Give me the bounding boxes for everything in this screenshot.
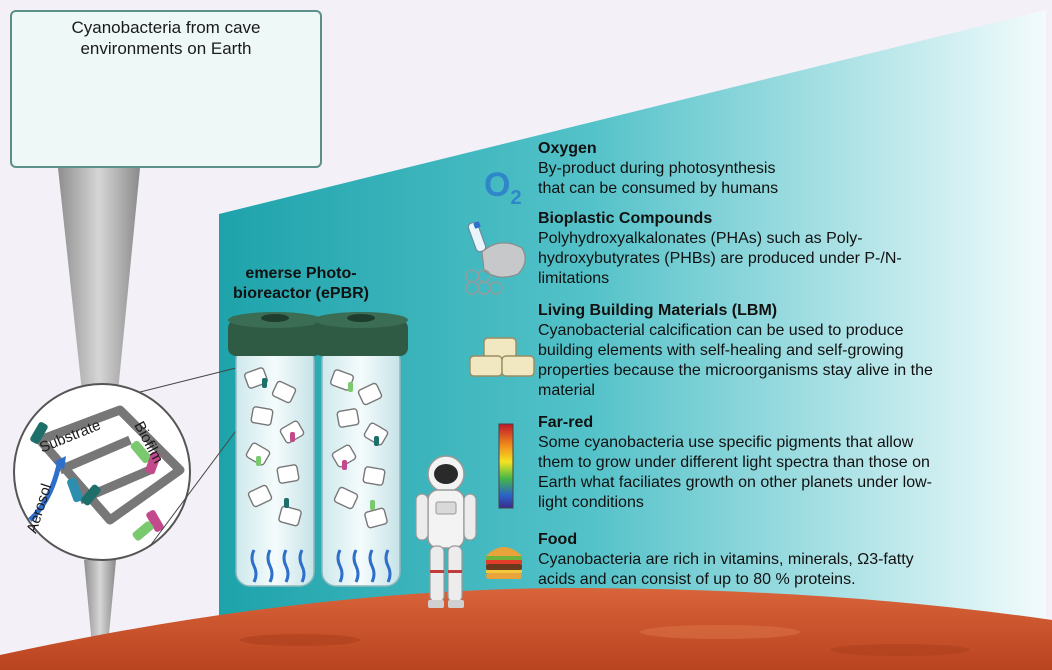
feature-title: Bioplastic Compounds: [538, 210, 713, 227]
oxygen-icon-subscript: 2: [510, 186, 522, 209]
feature-title: Living Building Materials (LBM): [538, 302, 778, 319]
feature-title: Food: [538, 531, 578, 548]
feature-line: building elements with self-healing and …: [538, 342, 904, 359]
bioplastic-icon: [465, 221, 526, 295]
zoom-beam-top: [58, 168, 140, 392]
light-spectrum-icon: [498, 423, 514, 509]
feature-far-red: Far-red Some cyanobacteria use specific …: [538, 413, 1008, 513]
cave-title-line2: environments on Earth: [80, 39, 252, 58]
feature-line: light conditions: [538, 494, 644, 511]
feature-line: acids and can consist of up to 80 % prot…: [538, 571, 856, 588]
feature-line: Cyanobacteria are rich in vitamins, mine…: [538, 551, 914, 568]
feature-lbm: Living Building Materials (LBM) Cyanobac…: [538, 301, 1008, 401]
feature-line: Earth what faciliates growth on other pl…: [538, 474, 932, 491]
feature-line: hydroxybutyrates (PHBs) are produced und…: [538, 250, 902, 267]
feature-line: that can be consumed by humans: [538, 180, 779, 197]
photobioreactor-tube-left: [228, 312, 322, 587]
feature-line: By-product during photosynthesis: [538, 160, 776, 177]
habitat-panel: [219, 10, 1046, 640]
feature-line: limitations: [538, 270, 610, 287]
cave-environment-box: [10, 10, 322, 168]
biofilm-zoom-circle: [13, 383, 191, 561]
zoom-line-top: [139, 365, 245, 393]
cave-title-line1: Cyanobacteria from cave: [71, 18, 261, 37]
feature-line: Cyanobacterial calcification can be used…: [538, 322, 904, 339]
feature-line: material: [538, 382, 595, 399]
feature-oxygen: Oxygen By-product during photosynthesis …: [538, 139, 1008, 199]
feature-food: Food Cyanobacteria are rich in vitamins,…: [538, 530, 1008, 590]
feature-line: Polyhydroxyalkalonates (PHAs) such as Po…: [538, 230, 863, 247]
burger-icon: [486, 547, 522, 579]
feature-line: them to grow under different light spect…: [538, 454, 930, 471]
mars-surface: [0, 588, 1052, 670]
feature-line: properties because the microorganisms st…: [538, 362, 933, 379]
feature-title: Oxygen: [538, 140, 597, 157]
astronaut-icon: [415, 455, 477, 608]
reactor-title-line1: emerse Photo-: [245, 265, 357, 282]
feature-title: Far-red: [538, 414, 594, 431]
feature-bioplastic: Bioplastic Compounds Polyhydroxyalkalona…: [538, 209, 1008, 289]
reactor-title: emerse Photo- bioreactor (ePBR): [226, 264, 376, 304]
reactor-title-line2: bioreactor (ePBR): [232, 285, 370, 302]
zoom-beam-bottom: [84, 560, 116, 645]
oxygen-icon: O2: [484, 166, 522, 210]
building-blocks-icon: [469, 337, 535, 377]
zoom-line-bottom: [149, 419, 245, 547]
oxygen-icon-o: O: [484, 166, 511, 204]
photobioreactor-tube-right: [314, 312, 408, 587]
cave-title: Cyanobacteria from cave environments on …: [12, 17, 320, 59]
feature-line: Some cyanobacteria use specific pigments…: [538, 434, 914, 451]
